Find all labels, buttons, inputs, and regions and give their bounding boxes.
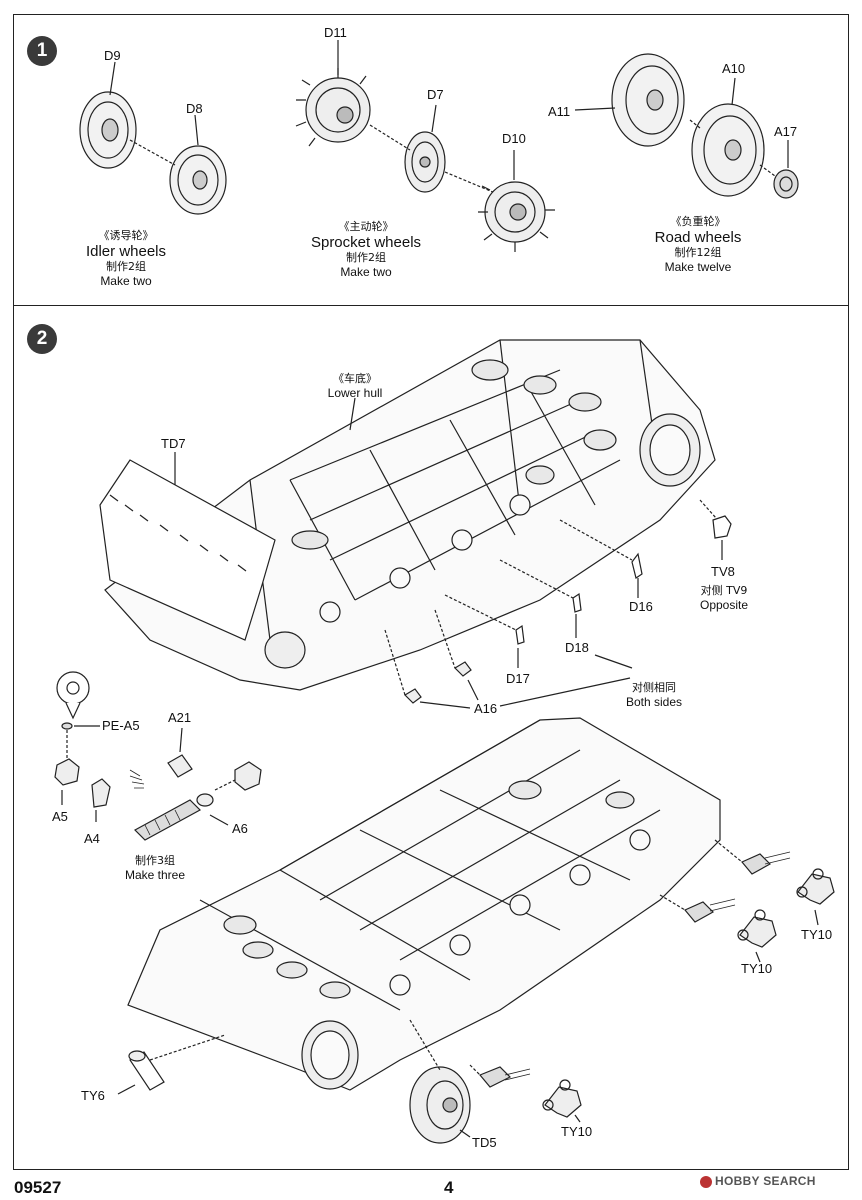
part-d17: [515, 624, 525, 645]
part-label-ty10-middle: TY10: [741, 961, 773, 976]
watermark-logo-icon: [700, 1175, 712, 1188]
block-part: [234, 761, 262, 791]
part-ty6: [128, 1050, 165, 1091]
both-sides-caption: 对侧相同 Both sides: [625, 681, 683, 709]
part-label-a6: A6: [232, 821, 248, 836]
road-wheel-a11: [611, 53, 685, 147]
part-label-d11: D11: [324, 25, 347, 40]
part-label-a21: A21: [168, 710, 192, 725]
sprocket-caption: 《主动轮》 Sprocket wheels 制作2组 Make two: [310, 220, 422, 279]
part-a16-lower: [404, 688, 422, 704]
idler-caption: 《诱导轮》 Idler wheels 制作2组 Make two: [85, 229, 167, 288]
part-a21: [167, 754, 193, 778]
part-a6: [134, 793, 214, 841]
step-number-2: 2: [27, 324, 57, 354]
part-label-ty6: TY6: [81, 1088, 105, 1103]
bubble-pe-a5: [56, 671, 90, 720]
part-ty10-middle: [684, 898, 777, 948]
part-label-a16: A16: [474, 701, 498, 716]
sprocket-d10: [478, 181, 555, 252]
part-label-a17: A17: [774, 124, 798, 139]
lower-hull-caption: 《车底》 Lower hull: [327, 372, 383, 400]
lower-hull-upper: [104, 339, 716, 691]
part-label-d9: D9: [104, 48, 121, 63]
part-d18: [572, 592, 582, 613]
part-label-d17: D17: [506, 671, 530, 686]
part-label-a11: A11: [548, 104, 571, 119]
road-wheel-caption: 《负重轮》 Road wheels 制作12组 Make twelve: [654, 215, 742, 274]
part-d16: [631, 552, 643, 579]
part-label-tv8: TV8: [711, 564, 735, 579]
lower-hull-lower: [127, 717, 721, 1091]
opposite-caption: 对侧 TV9 Opposite: [699, 584, 749, 612]
part-label-d16: D16: [629, 599, 653, 614]
part-a4: [91, 778, 111, 808]
sprocket-d7: [404, 131, 446, 193]
part-label-a4: A4: [84, 831, 100, 846]
road-wheel-a10: [691, 103, 765, 197]
part-label-d18: D18: [565, 640, 589, 655]
step-number-1: 1: [27, 36, 57, 66]
idler-wheel-d9: [79, 91, 137, 169]
part-label-td5: TD5: [472, 1135, 497, 1150]
part-label-d8: D8: [186, 101, 203, 116]
part-a16-upper: [454, 661, 472, 677]
part-label-pe-a5: PE-A5: [102, 718, 140, 733]
page-number: 4: [444, 1178, 454, 1197]
part-label-d10: D10: [502, 131, 526, 146]
part-a5: [54, 758, 80, 786]
part-label-ty10-bottom: TY10: [561, 1124, 593, 1139]
part-tv8: [712, 515, 732, 539]
hub-cap-a17: [773, 169, 799, 199]
part-td5: [409, 1066, 471, 1144]
part-label-a10: A10: [722, 61, 746, 76]
part-ty10-top: [741, 851, 835, 905]
part-label-td7: TD7: [161, 436, 186, 451]
make-three-caption: 制作3组 Make three: [124, 854, 186, 882]
part-ty10-bottom: [479, 1066, 582, 1118]
kit-number: 09527: [14, 1178, 62, 1197]
sprocket-d11: [295, 68, 371, 147]
part-td7: [99, 459, 276, 641]
watermark: HOBBY SEARCH: [700, 1174, 816, 1188]
part-label-ty10-top: TY10: [801, 927, 833, 942]
part-label-a5: A5: [52, 809, 68, 824]
part-label-d7: D7: [427, 87, 444, 102]
idler-wheel-d8: [169, 145, 227, 215]
